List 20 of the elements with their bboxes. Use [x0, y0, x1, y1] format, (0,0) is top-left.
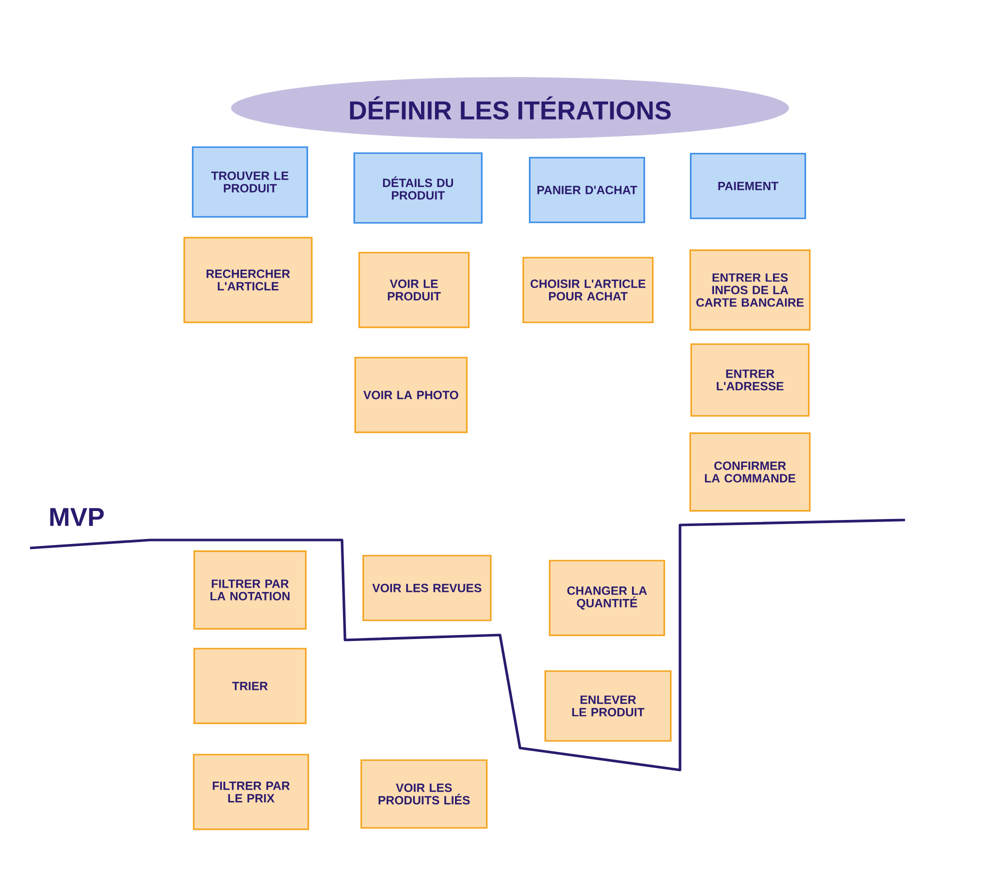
sticky-note: VOIR LE PRODUIT [358, 252, 470, 328]
sticky-note: TRIER [193, 648, 307, 724]
sticky-note: CHOISIR L'ARTICLE POUR ACHAT [522, 256, 654, 324]
sticky-note: ENTRER L'ADRESSE [690, 343, 810, 417]
sticky-note: ENLEVER LE PRODUIT [544, 670, 672, 742]
sticky-note: VOIR LES REVUES [362, 554, 492, 622]
section-label: MVP [50, 508, 104, 526]
sticky-note: FILTRER PAR LE PRIX [192, 754, 310, 830]
sticky-note: ENTRER LES INFOS DE LA CARTE BANCAIRE [689, 249, 811, 331]
sticky-note: VOIR LA PHOTO [354, 356, 468, 434]
column-header-card: DÉTAILS DU PRODUIT [353, 152, 483, 224]
column-header-card: PANIER D'ACHAT [528, 156, 646, 224]
sticky-note: FILTRER PAR LA NOTATION [193, 550, 307, 630]
title-banner: DÉFINIR LES ITÉRATIONS [231, 77, 789, 139]
sticky-note: CONFIRMER LA COMMANDE [689, 432, 811, 512]
column-header-card: TROUVER LE PRODUIT [192, 146, 308, 218]
sticky-note: CHANGER LA QUANTITÉ [548, 560, 666, 636]
sticky-note: RECHERCHER L'ARTICLE [183, 236, 313, 324]
sticky-note: VOIR LES PRODUITS LIÉS [360, 759, 488, 829]
column-header-card: PAIEMENT [690, 152, 806, 220]
